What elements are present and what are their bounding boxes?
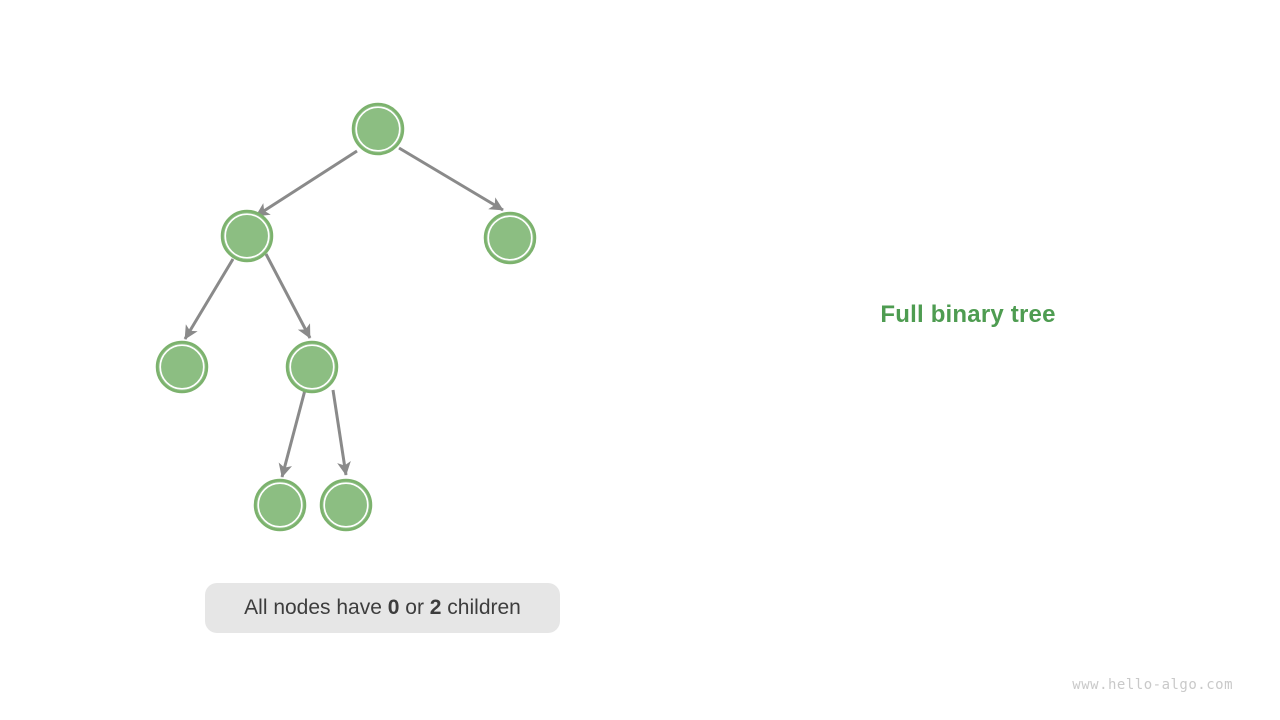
caption-suffix: children xyxy=(441,596,521,619)
watermark: www.hello-algo.com xyxy=(1072,677,1233,693)
tree-edge-left-left-left xyxy=(183,258,235,340)
tree-node-left-left xyxy=(155,340,209,394)
tree-nodes xyxy=(155,102,537,532)
caption-two: 2 xyxy=(429,596,442,619)
tree-node-root xyxy=(351,102,405,156)
tree-edge-left-right-lr-right xyxy=(331,389,351,476)
caption-prefix: All nodes have xyxy=(244,596,388,619)
caption-text: All nodes have 0 or 2 children xyxy=(244,596,521,620)
tree-edges xyxy=(183,146,504,478)
tree-edge-left-left-right xyxy=(264,253,312,339)
caption-zero: 0 xyxy=(387,596,400,619)
tree-node-lr-left xyxy=(253,478,307,532)
tree-edge-root-left xyxy=(255,149,358,218)
tree-edge-root-right xyxy=(398,146,504,212)
tree-edge-left-right-lr-left xyxy=(278,389,307,478)
caption-middle: or xyxy=(399,596,430,619)
tree-node-lr-right xyxy=(319,478,373,532)
caption-box: All nodes have 0 or 2 children xyxy=(205,583,560,633)
tree-node-left-right xyxy=(285,340,339,394)
tree-node-right xyxy=(483,211,537,265)
figure-title: Full binary tree xyxy=(880,301,1056,328)
tree-node-left xyxy=(220,209,274,263)
